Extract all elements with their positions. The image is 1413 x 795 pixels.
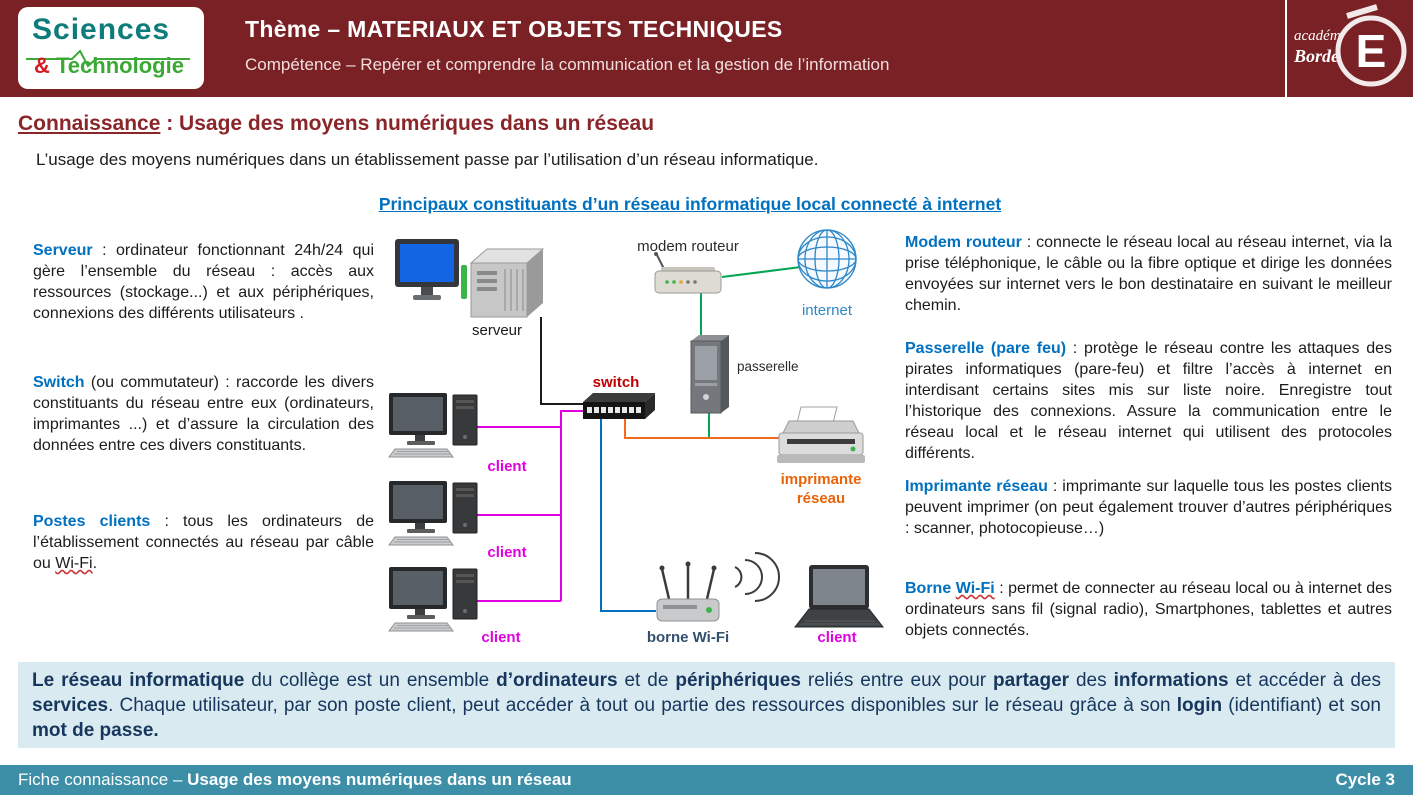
text-segment: (ou commutateur) : raccorde les divers c… [33, 374, 374, 454]
serveur-device [395, 239, 545, 318]
client-laptop-label: client [817, 629, 856, 646]
text-segment: Borne [905, 580, 956, 597]
text-segment: : permet de connecter au réseau local ou… [905, 580, 1393, 639]
text-segment: : imprimante sur laquelle tous les poste… [905, 478, 1392, 537]
modem-routeur-device [654, 252, 722, 294]
sciences-technologie-logo: Sciences & Technologie [18, 7, 204, 89]
internet-globe-icon [797, 229, 857, 289]
text-segment: Wi-Fi [55, 555, 93, 572]
switch-device [583, 393, 655, 419]
client-desktop-bottom [388, 566, 478, 632]
imprimante-device [777, 406, 865, 463]
text-segment: . [92, 555, 98, 572]
client-laptop-device [793, 565, 885, 628]
summary-box: Le réseau informatique du collège est un… [18, 662, 1395, 748]
network-links [477, 266, 802, 612]
text-segment: Le réseau informatique [32, 670, 245, 691]
text-segment: périphériques [675, 670, 801, 691]
academie-bordeaux-logo: académie Bordeaux E [1285, 0, 1413, 97]
link-serveur-switch [540, 317, 583, 405]
text-segment: et accéder à des [1228, 670, 1381, 691]
text-segment: Serveur [33, 242, 93, 259]
text-segment: : tous les ordinateurs de l’établissemen… [33, 513, 374, 572]
text-segment: . Chaque utilisateur, par son poste clie… [108, 695, 1177, 716]
text-segment: Modem routeur [905, 234, 1022, 251]
text-segment: Passerelle (pare feu) [905, 340, 1067, 357]
definition-postes-clients: Postes clients : tous les ordinateurs de… [33, 511, 374, 574]
definition-imprimante-reseau: Imprimante réseau : imprimante sur laque… [905, 476, 1392, 539]
text-segment: informations [1113, 670, 1229, 691]
theme-title: Thème – MATERIAUX ET OBJETS TECHNIQUES [245, 16, 783, 42]
link-switch-borne [600, 419, 656, 612]
text-segment: Switch [33, 374, 85, 391]
text-segment: : Usage des moyens numériques dans un ré… [160, 112, 655, 135]
definition-switch: Switch (ou commutateur) : raccorde les d… [33, 372, 374, 456]
client-bottom-label: client [481, 629, 520, 646]
text-segment: login [1176, 695, 1223, 716]
client-middle-label: client [487, 544, 526, 561]
definition-passerelle: Passerelle (pare feu) : protège le résea… [905, 338, 1392, 464]
passerelle-device [690, 335, 729, 414]
text-segment: mot de passe. [32, 720, 159, 741]
switch-label: switch [593, 374, 640, 391]
definition-modem-routeur: Modem routeur : connecte le réseau local… [905, 232, 1392, 316]
client-top-label: client [487, 458, 526, 475]
text-segment: Fiche connaissance – [18, 770, 188, 789]
serveur-label: serveur [472, 322, 522, 339]
client-desktop-middle [388, 480, 478, 546]
logo-technologie-text: & Technologie [34, 53, 184, 79]
passerelle-label: passerelle [737, 359, 799, 374]
text-segment: : ordinateur fonctionnant 24h/24 qui gèr… [33, 242, 374, 322]
link-switch-imprimante [624, 419, 779, 439]
network-diagram: serveur modem routeur [388, 229, 885, 646]
text-segment: : connecte le réseau local au réseau int… [905, 234, 1392, 314]
intro-text: L’usage des moyens numériques dans un ét… [36, 150, 819, 169]
text-segment: (identifiant) et son [1222, 695, 1381, 716]
diagram-heading: Principaux constituants d’un réseau info… [378, 194, 1002, 214]
heartbeat-line-icon [26, 49, 190, 68]
footer-title: Fiche connaissance – Usage des moyens nu… [18, 770, 572, 790]
text-segment: Postes clients [33, 513, 151, 530]
client-desktop-top [388, 392, 478, 458]
text-segment: partager [993, 670, 1070, 691]
header-titles: Thème – MATERIAUX ET OBJETS TECHNIQUES C… [245, 16, 889, 75]
footer: Fiche connaissance – Usage des moyens nu… [0, 765, 1413, 795]
text-segment: Usage des moyens numériques dans un rése… [187, 770, 572, 789]
footer-cycle-badge: Cycle 3 [1335, 770, 1395, 789]
text-segment: Imprimante réseau [905, 478, 1048, 495]
text-segment: Connaissance [18, 112, 161, 135]
page-title: Connaissance : Usage des moyens numériqu… [18, 112, 654, 136]
text-segment: Technologie [49, 53, 184, 78]
internet-label: internet [802, 302, 853, 319]
borne-wifi-label: borne Wi-Fi [647, 629, 729, 646]
text-segment: Sciences [32, 13, 171, 46]
text-segment: d’ordinateurs [496, 670, 618, 691]
text-segment: du collège est un ensemble [244, 670, 497, 691]
links-clients-switch [477, 410, 583, 602]
text-segment: : protège le réseau contre les attaques … [905, 340, 1393, 462]
logo-sciences-text: Sciences [32, 13, 170, 47]
text-segment: Wi-Fi [955, 580, 995, 597]
imprimante-label-line2: réseau [797, 490, 845, 507]
text-segment: services [32, 695, 109, 716]
emblem-letter: E [1356, 25, 1387, 77]
academie-emblem-icon: E [1335, 4, 1407, 87]
definition-serveur: Serveur : ordinateur fonctionnant 24h/24… [33, 240, 374, 324]
borne-wifi-device [656, 561, 720, 622]
text-segment: reliés entre eux pour [801, 670, 994, 691]
modem-routeur-label: modem routeur [637, 238, 739, 255]
imprimante-label-line1: imprimante [781, 471, 862, 488]
text-segment: & [34, 53, 50, 78]
academie-line1: académie [1294, 28, 1352, 44]
header: Sciences & Technologie Thème – MATERIAUX… [0, 0, 1413, 97]
definition-borne-wifi: Borne Wi-Fi : permet de connecter au rés… [905, 578, 1392, 641]
link-modem-internet [721, 266, 802, 278]
wifi-signal-icon [734, 552, 780, 602]
competence-subtitle: Compétence – Repérer et comprendre la co… [245, 55, 890, 74]
network-diagram-area: serveur modem routeur [375, 225, 905, 657]
text-segment: et de [617, 670, 676, 691]
text-segment: des [1069, 670, 1114, 691]
